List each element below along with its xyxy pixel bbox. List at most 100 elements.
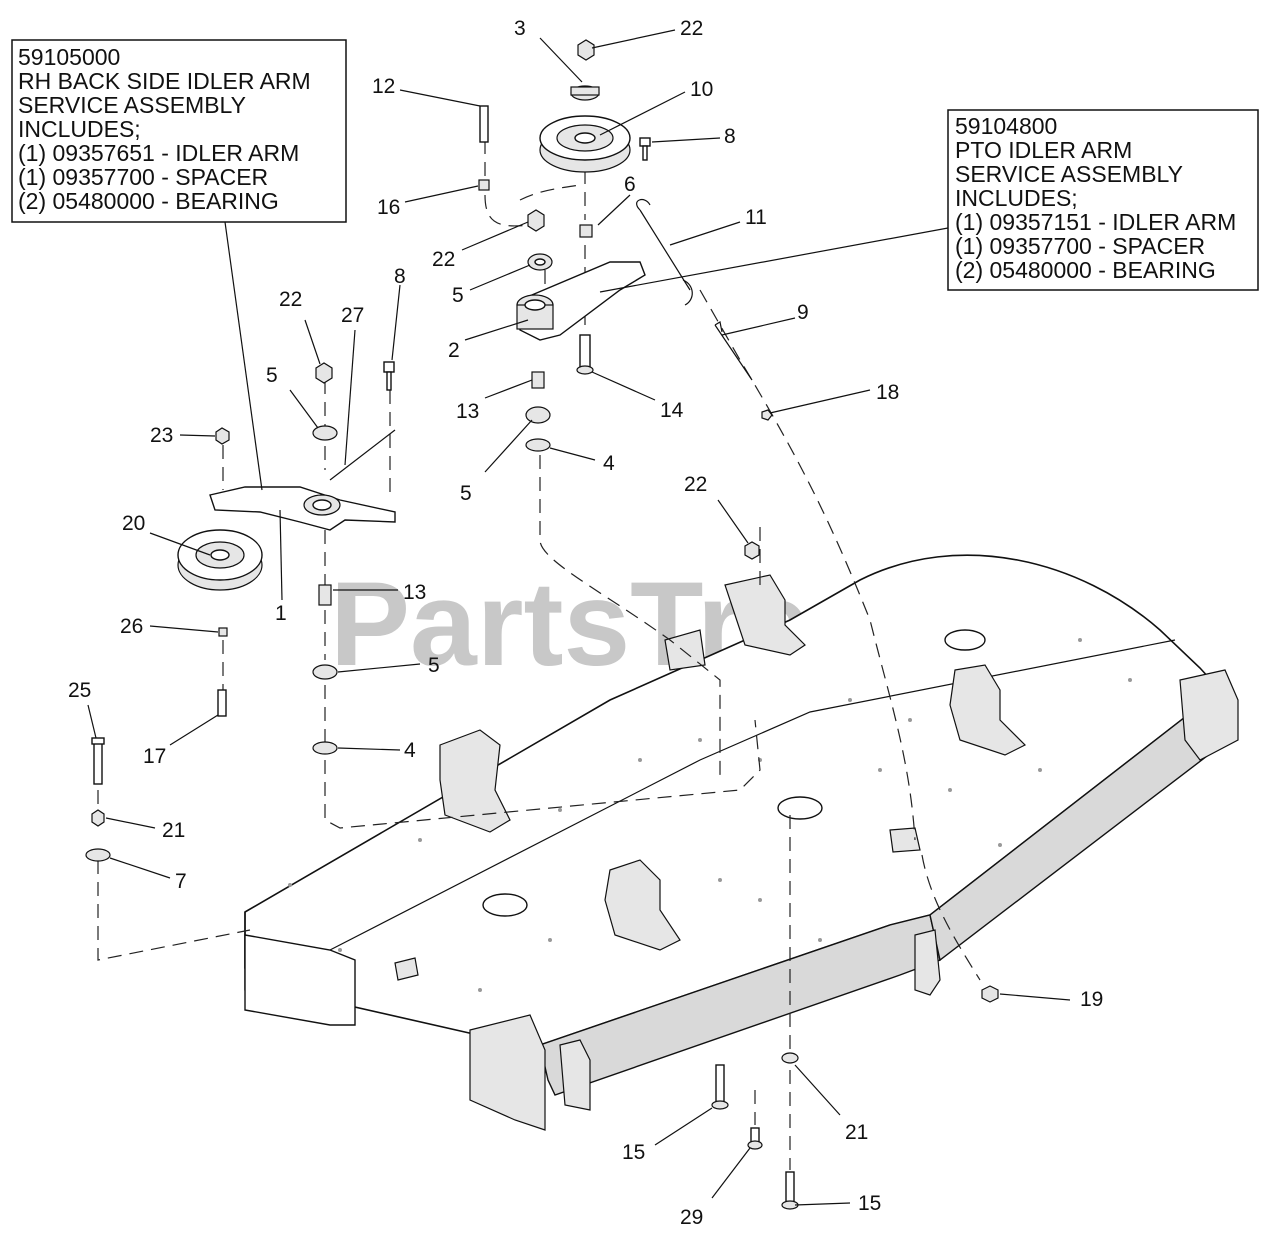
box2-line-2: PTO IDLER ARM	[955, 137, 1132, 163]
callout-22-left: 22	[279, 288, 302, 311]
assembly-box-rh-back-side: 59105000 RH BACK SIDE IDLER ARM SERVICE …	[11, 39, 347, 491]
deck-bracket-small	[664, 629, 706, 671]
callout-20: 20	[122, 512, 145, 535]
callout-8-top: 8	[724, 125, 736, 148]
nut-22-mid	[527, 209, 545, 232]
box2-line-1: 59104800	[955, 113, 1057, 139]
spindle-hole-right	[944, 629, 986, 651]
deck-bracket-front-2	[559, 1039, 591, 1111]
box1-line-5: (1) 09357651 - IDLER ARM	[18, 140, 299, 166]
washer-7	[85, 848, 111, 862]
box2-line-4: INCLUDES;	[955, 185, 1078, 211]
box1-line-6: (1) 09357700 - SPACER	[18, 164, 268, 190]
callout-22-mid: 22	[432, 248, 455, 271]
spindle-hole-left	[482, 893, 528, 917]
idler-arm-1	[209, 486, 396, 531]
nut-22-deck	[744, 541, 760, 560]
bolt-15-lower	[785, 1171, 795, 1203]
callout-25: 25	[68, 679, 91, 702]
deck-bracket-right	[949, 664, 1027, 756]
callout-6: 6	[624, 173, 636, 196]
assembly-box-pto: 59104800 PTO IDLER ARM SERVICE ASSEMBLY …	[599, 109, 1259, 293]
bearing-5-left	[312, 425, 338, 441]
washer-4-left	[312, 741, 338, 755]
callout-5-left: 5	[266, 364, 278, 387]
deck-bracket-far-right	[1179, 669, 1239, 761]
callout-10: 10	[690, 78, 713, 101]
callout-5-lower: 5	[460, 482, 472, 505]
callout-21-bottom: 21	[845, 1121, 868, 1144]
box1-line-7: (2) 05480000 - BEARING	[18, 188, 279, 214]
deck-tab-small	[394, 957, 419, 981]
deck-bracket-front-left	[604, 859, 681, 951]
callout-21-left: 21	[162, 819, 185, 842]
callout-11: 11	[745, 206, 767, 229]
box2-line-7: (2) 05480000 - BEARING	[955, 257, 1216, 283]
callout-19: 19	[1080, 988, 1103, 1011]
box2-line-5: (1) 09357151 - IDLER ARM	[955, 209, 1236, 235]
callout-4-top: 4	[603, 452, 615, 475]
callout-22-deck: 22	[684, 473, 707, 496]
callout-22-top: 22	[680, 17, 703, 40]
callout-8-left: 8	[394, 265, 406, 288]
parts	[85, 39, 999, 1210]
callout-13-top: 13	[456, 400, 479, 423]
nut-22-top	[577, 39, 595, 61]
callout-5-left-lower: 5	[428, 654, 440, 677]
callout-29: 29	[680, 1206, 703, 1229]
rod-9	[714, 324, 753, 381]
washer-4-top	[525, 438, 551, 452]
callout-5-upper: 5	[452, 284, 464, 307]
deck-bracket-front-right	[914, 929, 941, 996]
bearing-5-lower	[525, 406, 551, 424]
bolt-8-left	[383, 361, 395, 373]
box1-line-1: 59105000	[18, 44, 120, 70]
spacer-13-top	[531, 371, 545, 389]
callout-14: 14	[660, 399, 684, 422]
nut-16	[478, 179, 490, 191]
pin-17	[217, 689, 227, 717]
callout-1: 1	[275, 602, 287, 625]
box2-line-6: (1) 09357700 - SPACER	[955, 233, 1205, 259]
callout-numbers: 3 22 12 10 8 16 6 22 11 5 8 22 27 2 9 5 …	[68, 17, 1103, 1229]
callout-16: 16	[377, 196, 400, 219]
callout-9: 9	[797, 301, 809, 324]
deck-bracket-front	[469, 1014, 546, 1131]
callout-4-left: 4	[404, 739, 416, 762]
nut-22-left	[315, 362, 333, 384]
idler-arm-2	[516, 261, 646, 341]
bearing-5-left-lower	[312, 664, 338, 680]
spring-hook-6	[636, 198, 651, 211]
nut-19	[981, 985, 999, 1003]
deck-tab	[889, 827, 921, 853]
callout-7: 7	[175, 870, 187, 893]
pin-29	[750, 1127, 760, 1143]
spring-11	[639, 209, 691, 291]
callout-15-lower: 15	[858, 1192, 881, 1215]
callout-18: 18	[876, 381, 899, 404]
bolt-8-top	[639, 137, 651, 147]
callout-27: 27	[341, 304, 364, 327]
bolt-12	[479, 105, 489, 143]
pulley-10	[539, 115, 631, 173]
nut-18	[761, 409, 773, 421]
deck-bracket-top	[724, 574, 806, 656]
pulley-20	[177, 529, 263, 591]
callout-3: 3	[514, 17, 526, 40]
bolt-15-upper	[715, 1064, 725, 1106]
spacer-13-left	[318, 584, 332, 606]
callout-leaders	[87, 29, 1071, 1206]
nut-23	[215, 427, 230, 445]
callout-2: 2	[448, 339, 460, 362]
box2-line-3: SERVICE ASSEMBLY	[955, 161, 1183, 187]
box1-line-2: RH BACK SIDE IDLER ARM	[18, 68, 311, 94]
bolt-25	[93, 739, 103, 785]
nut-21-left	[91, 809, 105, 827]
nut-26	[218, 627, 228, 637]
callout-26: 26	[120, 615, 143, 638]
pin-14	[579, 334, 591, 371]
box1-line-4: INCLUDES;	[18, 116, 141, 142]
spring-27	[329, 429, 396, 481]
callout-15-upper: 15	[622, 1141, 645, 1164]
